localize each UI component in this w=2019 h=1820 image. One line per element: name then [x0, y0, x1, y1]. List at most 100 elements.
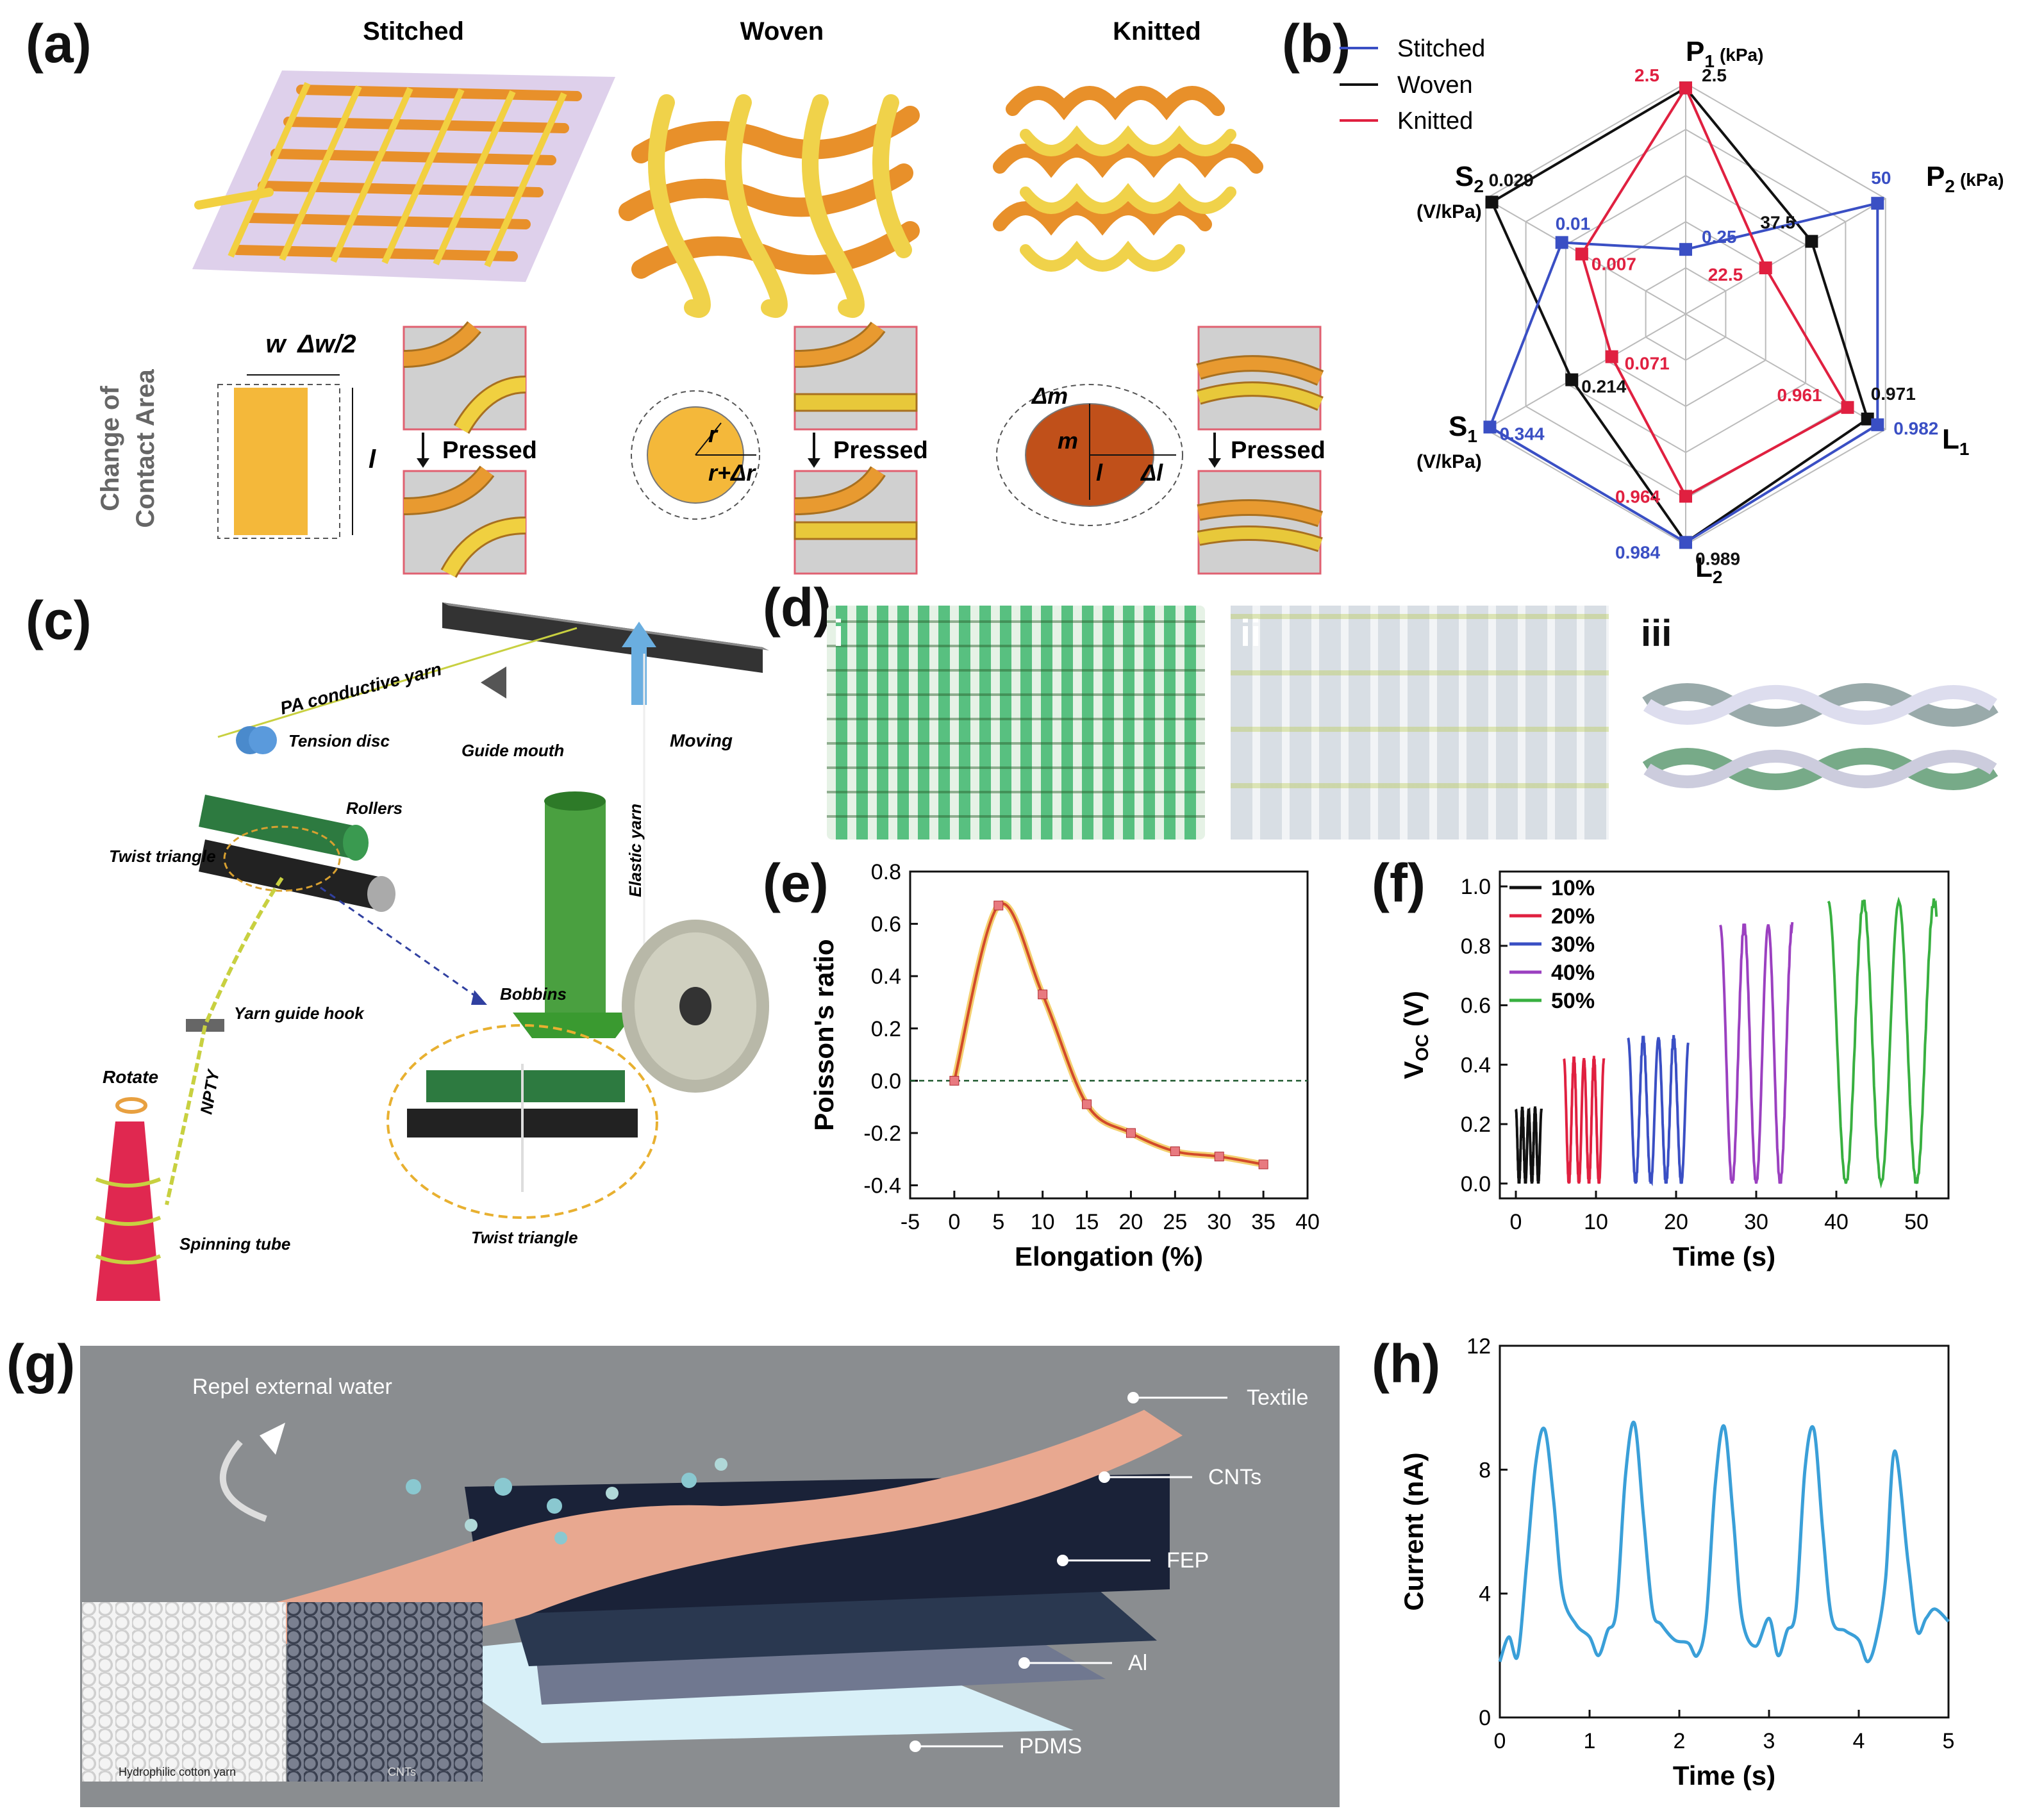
w-label: w — [265, 330, 287, 358]
d-i-stitches — [827, 606, 1205, 840]
label-fep: FEP — [1167, 1548, 1209, 1573]
legend-knitted: Knitted — [1397, 108, 1473, 135]
chart-h-xtick-label: 3 — [1763, 1729, 1775, 1753]
d-i-image — [827, 606, 1205, 840]
dm-label: Δm — [1031, 383, 1068, 409]
g-label-cotton: Hydrophilic cotton yarn — [119, 1766, 237, 1778]
g-inset-cotton — [82, 1602, 286, 1782]
radar-value-stitched: 0.01 — [1556, 213, 1591, 233]
label-tension: Tension disc — [288, 731, 390, 750]
d-ii-image — [1231, 606, 1609, 840]
axis-p1: P1(kPa) — [1686, 36, 1763, 71]
radar-series — [1483, 81, 1884, 549]
chart-e-ytick-label: 0.0 — [871, 1069, 901, 1093]
chart-f-legend-label: 40% — [1551, 961, 1595, 985]
d-ii-weft — [1231, 606, 1609, 840]
chart-e-ytick-label: -0.4 — [863, 1174, 901, 1198]
g-label-lines — [910, 1392, 1227, 1752]
chart-f-series — [1563, 1055, 1606, 1184]
axis-s1: S1 — [1449, 411, 1477, 446]
r-label: r — [708, 421, 719, 447]
pressed-label-3: Pressed — [1231, 437, 1325, 464]
radar-spoke — [1685, 198, 1886, 315]
chart-e-ylabel: Poisson's ratio — [809, 939, 839, 1130]
title-knitted: Knitted — [1113, 17, 1201, 46]
panel-a-letter: (a) — [26, 13, 92, 74]
radar-value-stitched: 0.982 — [1893, 418, 1938, 438]
chart-f-ytick-label: 0.6 — [1461, 994, 1491, 1018]
chart-e-point — [1170, 1146, 1180, 1157]
chart-f-xtick-label: 20 — [1664, 1210, 1688, 1234]
radar-value-knitted: 0.964 — [1615, 486, 1660, 506]
label-rotate: Rotate — [103, 1067, 158, 1087]
woven-contact-diagram: r r+Δr — [631, 390, 760, 520]
chart-f-legend-label: 20% — [1551, 904, 1595, 929]
radar-legend: Stitched Woven Knitted — [1340, 35, 1485, 135]
chart-h-xtick-label: 0 — [1494, 1729, 1506, 1753]
chart-h-ytick-label: 4 — [1479, 1582, 1491, 1607]
knitted-pressed-boxes-2: Pressed — [1196, 326, 1325, 575]
chart-f-xtick-label: 40 — [1824, 1210, 1849, 1234]
label-pdms: PDMS — [1019, 1734, 1082, 1758]
woven-fabric-image — [619, 94, 920, 318]
m-label: m — [1058, 427, 1078, 454]
g-label-cnts-inset: CNTs — [388, 1766, 416, 1778]
chart-h-ytick-label: 8 — [1479, 1458, 1491, 1482]
chart-f-xtick-label: 50 — [1904, 1210, 1929, 1234]
radar-axis-labels: P1(kPa) P2(kPa) L1 L2 S1 (V/kPa) S2 (V/k… — [1417, 36, 2004, 587]
panel-e-letter: (e) — [763, 853, 829, 913]
chart-f-ytick-label: 0.8 — [1461, 934, 1491, 959]
chart-e-curve — [952, 902, 1264, 1166]
label-moving: Moving — [670, 731, 733, 750]
radar-value-stitched: 0.25 — [1702, 227, 1737, 247]
zoom-circle — [386, 1024, 658, 1219]
chart-e-xtick-label: 10 — [1031, 1210, 1055, 1234]
chart-h-xtick-label: 1 — [1584, 1729, 1596, 1753]
chart-h-frame — [1499, 1344, 1950, 1719]
chart-f-xtick-label: 0 — [1510, 1210, 1522, 1234]
chart-e-xtick-label: 15 — [1075, 1210, 1099, 1234]
label-rollers: Rollers — [346, 798, 403, 818]
chart-f-xlabel: Time (s) — [1673, 1241, 1775, 1271]
pressed-label-1: Pressed — [442, 437, 537, 464]
label-cnts: CNTs — [1208, 1465, 1261, 1489]
guide-mouth-icon — [481, 666, 506, 699]
label-twist: Twist triangle — [109, 847, 216, 866]
g-inset-cnts — [287, 1602, 483, 1782]
axis-s1-unit: (V/kPa) — [1417, 451, 1482, 472]
title-stitched: Stitched — [363, 17, 464, 46]
radar-value-knitted: 0.071 — [1625, 354, 1670, 374]
radar-value-woven: 0.214 — [1581, 377, 1626, 397]
chart-e-xtick-label: 20 — [1119, 1210, 1143, 1234]
chart-f-series — [1827, 896, 1938, 1189]
woven-pressed-boxes: Pressed — [793, 321, 928, 575]
axis-s2-unit: (V/kPa) — [1417, 201, 1482, 222]
radar-point-knitted — [1679, 81, 1692, 95]
chart-f-ytick-label: 1.0 — [1461, 875, 1491, 899]
chart-e-xtick-label: 5 — [992, 1210, 1004, 1234]
chart-e-xtick-label: 25 — [1163, 1210, 1187, 1234]
panel-d-letter: (d) — [763, 577, 832, 638]
chart-h-ytick-label: 12 — [1466, 1334, 1491, 1359]
label-elastic: Elastic yarn — [626, 804, 645, 897]
chart-e-xtick-label: 35 — [1251, 1210, 1275, 1234]
label-al: Al — [1128, 1651, 1147, 1675]
g-layers: Repel external water Textile CNTs FEP Al… — [176, 1375, 1308, 1758]
label-pa: PA conductive yarn — [278, 659, 444, 718]
radar-point-knitted — [1841, 401, 1854, 414]
radar-point-stitched — [1555, 236, 1568, 249]
axis-l1: L1 — [1942, 424, 1969, 459]
label-hook: Yarn guide hook — [234, 1004, 365, 1023]
radar-chart: Stitched Woven Knitted P1(kPa) P2(kPa) L… — [1340, 35, 2004, 587]
chart-f-ytick-label: 0.4 — [1461, 1053, 1491, 1077]
rollers — [199, 795, 395, 912]
radar-grid — [1485, 82, 1886, 546]
l-label: l — [369, 445, 376, 474]
axis-s2: S2 — [1455, 161, 1484, 196]
radar-point-stitched — [1483, 420, 1497, 434]
radar-point-woven — [1861, 412, 1874, 426]
d-sub-iii: iii — [1641, 613, 1672, 654]
radar-value-knitted: 2.5 — [1634, 65, 1659, 85]
knitted-contact-diagram: Δm m l Δl — [996, 383, 1183, 526]
